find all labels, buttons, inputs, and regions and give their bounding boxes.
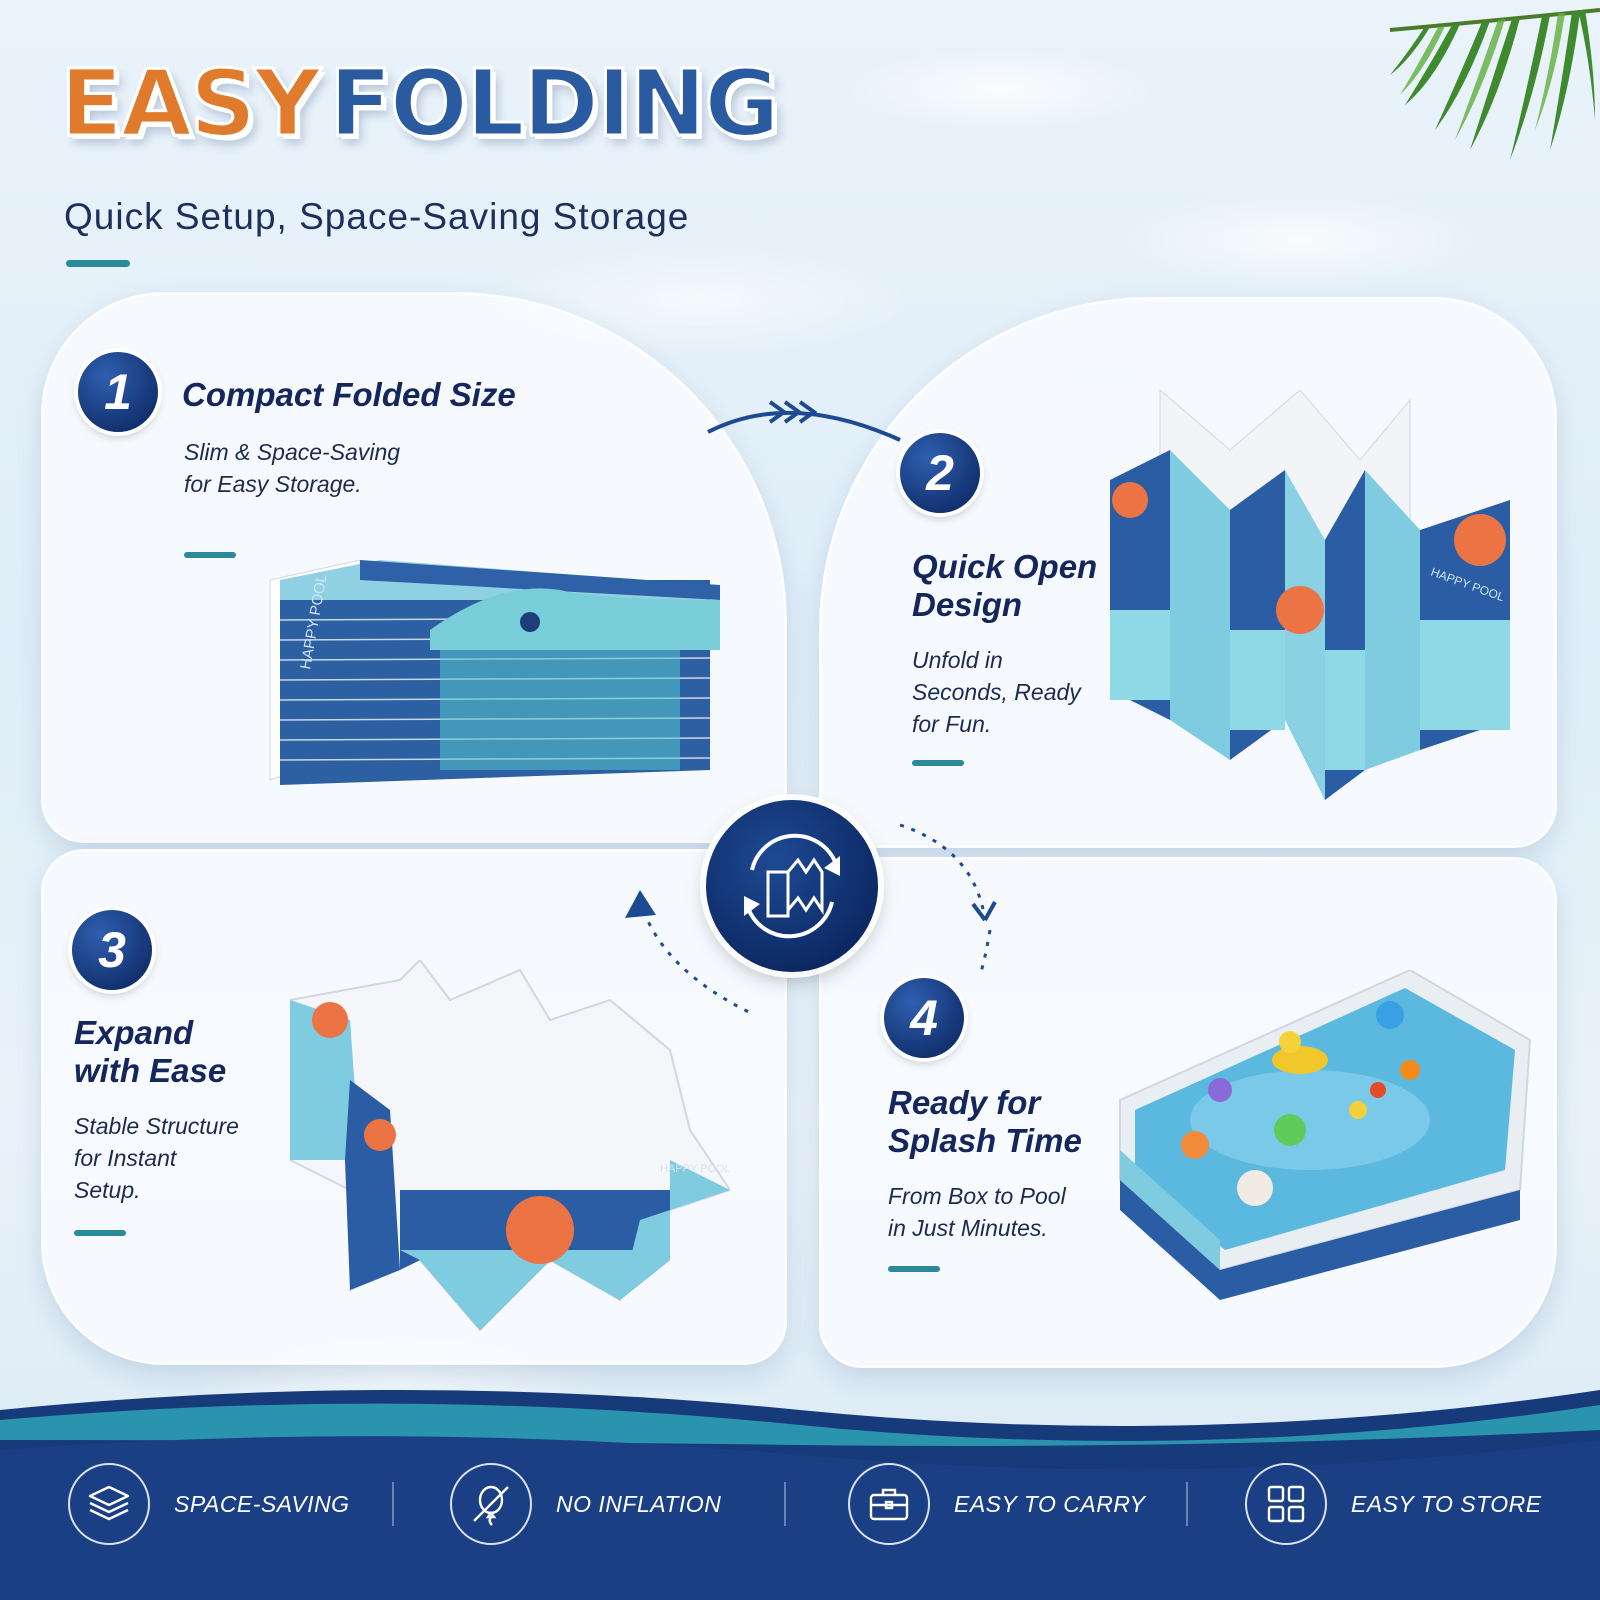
step-3-desc-line-2: for Instant <box>74 1145 177 1171</box>
step-1-number: 1 <box>78 352 158 432</box>
title-word-easy: EASY <box>59 50 323 157</box>
feature-label-easy-to-store: EASY TO STORE <box>1351 1490 1542 1517</box>
layers-icon <box>68 1463 150 1545</box>
briefcase-icon <box>848 1463 930 1545</box>
grid-icon <box>1245 1463 1327 1545</box>
feature-label-easy-to-carry: EASY TO CARRY <box>954 1490 1146 1517</box>
no-balloon-icon <box>450 1463 532 1545</box>
step-4-accent-bar <box>888 1266 940 1272</box>
filled-pool-illustration <box>1119 970 1532 1300</box>
step-3-accent-bar <box>74 1230 126 1236</box>
refresh-fold-icon <box>744 833 840 939</box>
step-1-accent-bar <box>184 552 236 558</box>
feature-easy-to-store: EASY TO STORE <box>1245 1456 1542 1552</box>
feature-label-no-inflation: NO INFLATION <box>556 1490 722 1517</box>
fold-cycle-badge <box>706 800 878 972</box>
feature-band <box>0 1390 1600 1600</box>
step-4-title-line-1: Ready for <box>888 1084 1041 1121</box>
step-4-title: Ready for Splash Time <box>888 1084 1082 1160</box>
happy-pool-print-3: HAPPY POOL <box>660 1163 730 1175</box>
step-2-desc-line-1: Unfold in <box>912 647 1003 673</box>
step-3-description: Stable Structure for Instant Setup. <box>74 1110 239 1206</box>
step-3-desc-line-1: Stable Structure <box>74 1113 239 1139</box>
step-2-title-line-2: Design <box>912 586 1023 623</box>
step-1-title: Compact Folded Size <box>182 376 516 414</box>
title-accent-bar <box>66 260 130 267</box>
step-2-desc-line-2: Seconds, Ready <box>912 679 1081 705</box>
step-1-desc-line-1: Slim & Space-Saving <box>184 439 401 465</box>
unfolding-pool-illustration: HAPPY POOL <box>1110 390 1510 800</box>
feature-divider <box>784 1482 786 1526</box>
step-2-accent-bar <box>912 760 964 766</box>
step-3-number: 3 <box>72 910 152 990</box>
step-3-desc-line-3: Setup. <box>74 1177 141 1203</box>
step-4-desc-line-2: in Just Minutes. <box>888 1215 1048 1241</box>
step-2-title: Quick Open Design <box>912 548 1097 624</box>
feature-no-inflation: NO INFLATION <box>450 1456 721 1552</box>
title-word-folding: FOLDING <box>327 50 781 157</box>
step-4-title-line-2: Splash Time <box>888 1122 1082 1159</box>
step-2-desc-line-3: for Fun. <box>912 711 992 737</box>
feature-divider <box>1186 1482 1188 1526</box>
step-4-description: From Box to Pool in Just Minutes. <box>888 1180 1066 1244</box>
step-2-title-line-1: Quick Open <box>912 548 1098 585</box>
step-3-title-line-2: with Ease <box>74 1052 227 1089</box>
folded-pool-illustration: HAPPY POOL <box>269 560 720 785</box>
page-subtitle: Quick Setup, Space-Saving Storage <box>64 196 690 237</box>
expanding-pool-illustration: HAPPY POOL <box>290 960 730 1332</box>
step-1-description: Slim & Space-Saving for Easy Storage. <box>184 436 400 500</box>
step-4-number: 4 <box>884 978 964 1058</box>
step-2-number: 2 <box>900 433 980 513</box>
step-4-desc-line-1: From Box to Pool <box>888 1183 1066 1209</box>
feature-easy-to-carry: EASY TO CARRY <box>848 1456 1145 1552</box>
palm-leaf-decoration <box>1389 8 1600 160</box>
step-2-description: Unfold in Seconds, Ready for Fun. <box>912 644 1081 740</box>
feature-divider <box>392 1482 394 1526</box>
step-3-title-line-1: Expand <box>74 1014 194 1051</box>
step-1-desc-line-2: for Easy Storage. <box>184 471 362 497</box>
step-1-title-line: Compact Folded Size <box>182 376 516 413</box>
feature-label-space-saving: SPACE-SAVING <box>174 1490 350 1517</box>
step-3-title: Expand with Ease <box>74 1014 226 1090</box>
feature-space-saving: SPACE-SAVING <box>68 1456 350 1552</box>
